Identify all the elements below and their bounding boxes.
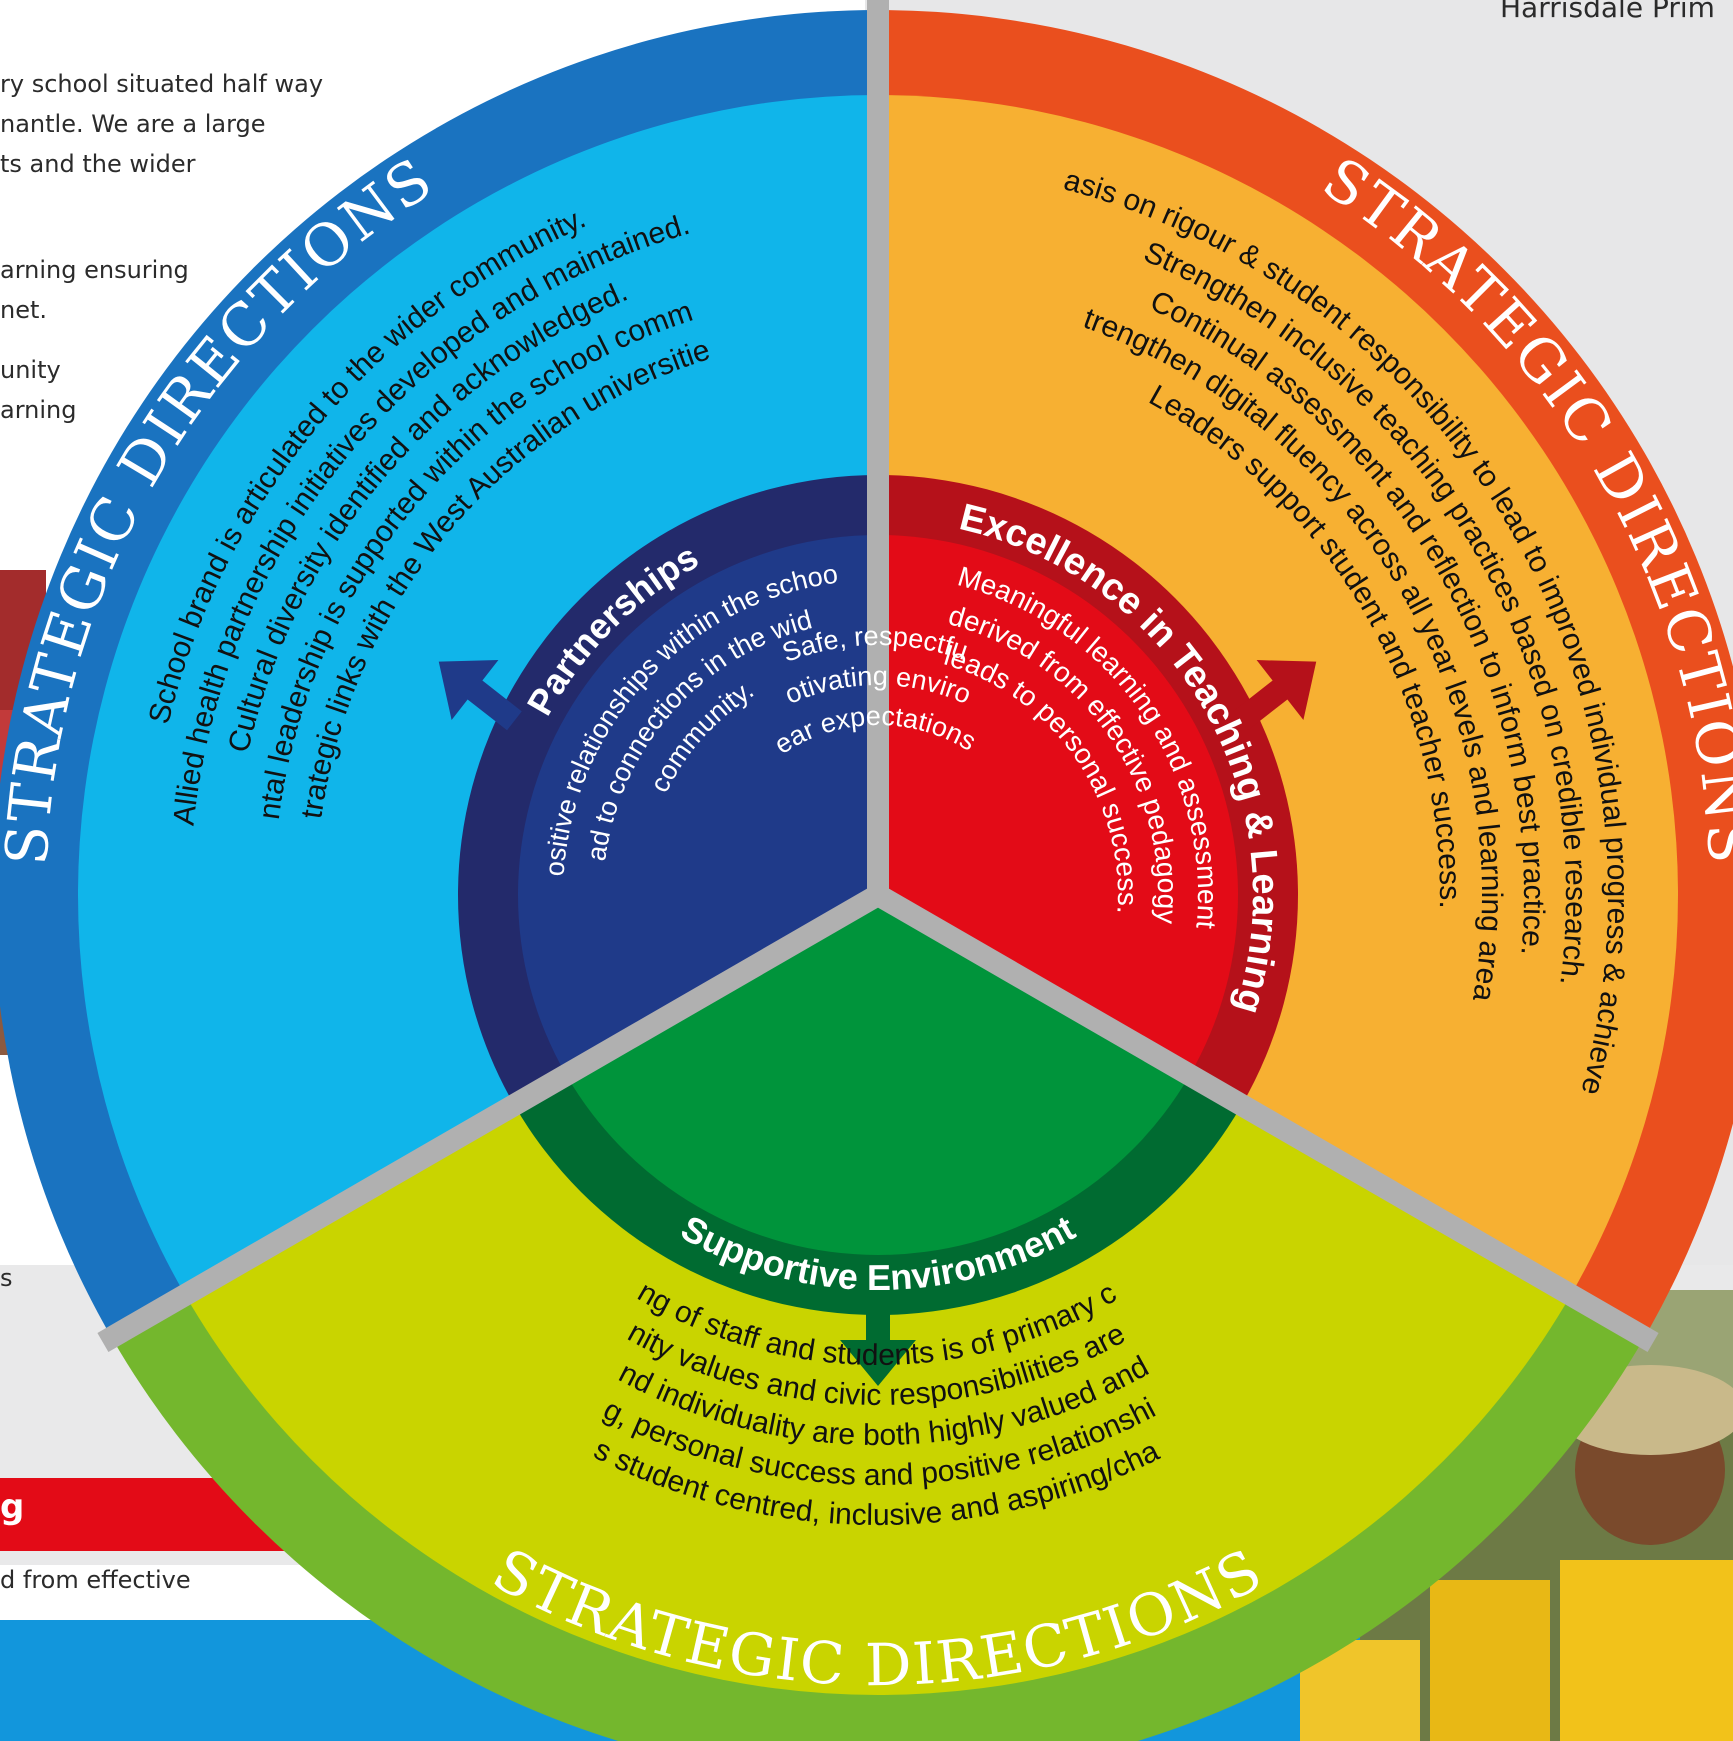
intro-line: ry school situated half way <box>0 70 324 98</box>
para2-line: arning ensuring <box>0 256 189 284</box>
intro-paragraph: ry school situated half way nantle. We a… <box>0 64 323 184</box>
paragraph-3: unity arning <box>0 350 76 430</box>
school-name-fragment: Harrisdale Prim <box>1500 0 1715 24</box>
sector-divider <box>872 885 1659 1353</box>
arrow-up-right-icon-shape <box>1233 660 1317 731</box>
intro-line: nantle. We are a large <box>0 110 266 138</box>
banner-heading-fragment: g <box>0 1487 25 1527</box>
arrow-up-left-icon-shape <box>438 660 522 731</box>
arrow-down-icon <box>840 1290 916 1386</box>
arrow-down-icon-shape <box>840 1290 916 1386</box>
arrow-up-right-icon <box>1233 660 1317 731</box>
arrow-up-left-icon <box>438 660 522 731</box>
fragment-s: s <box>0 1264 13 1292</box>
banner-text-fragment: d from effective <box>0 1566 191 1594</box>
paragraph-2: arning ensuring net. <box>0 250 189 330</box>
para3-line: arning <box>0 396 77 424</box>
sector-divider <box>97 885 884 1353</box>
para2-line: net. <box>0 296 48 324</box>
intro-line: ts and the wider <box>0 150 196 178</box>
para3-line: unity <box>0 356 61 384</box>
